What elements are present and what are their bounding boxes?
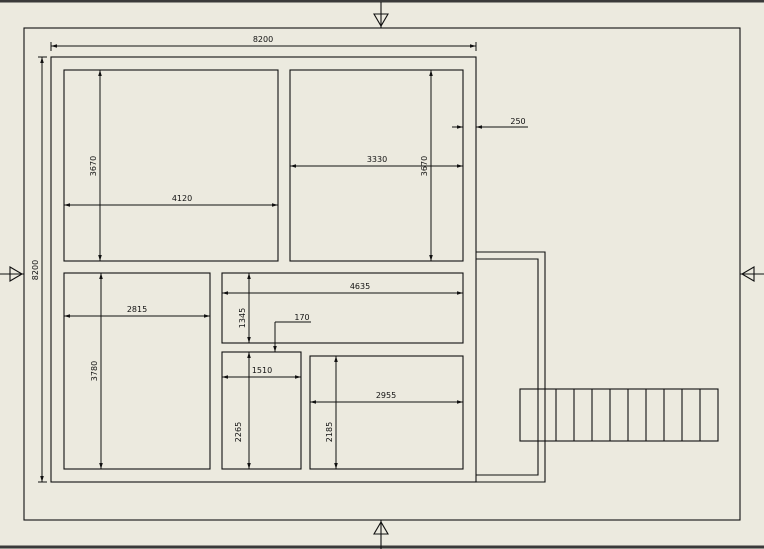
dim-room4-height: 2265: [234, 352, 251, 469]
dim-room4-width: 1510: [222, 366, 301, 379]
dim-text: 8200: [31, 260, 40, 280]
corridor: [221, 272, 464, 344]
dim-room3-width: 2815: [64, 305, 210, 318]
dim-room1-height: 3670: [89, 70, 102, 261]
dim-overall-height: 8200: [31, 56, 47, 483]
dim-wall-offset: 250: [452, 117, 528, 129]
dim-room2-width: 3330: [290, 155, 463, 168]
dim-text: 3670: [420, 156, 429, 176]
section-marker-right: [740, 266, 764, 282]
dim-text: 170: [294, 313, 309, 322]
section-marker-bottom: [373, 520, 389, 549]
room-1: [63, 69, 279, 262]
dim-text: 2955: [376, 391, 396, 400]
section-marker-top: [373, 2, 389, 28]
dim-room3-height: 3780: [90, 273, 103, 469]
dim-room5-width: 2955: [310, 391, 463, 404]
dim-text: 3780: [90, 361, 99, 381]
dim-text: 3670: [89, 156, 98, 176]
dim-room5-height: 2185: [325, 356, 338, 469]
dim-text: 1510: [252, 366, 272, 375]
dim-text: 2815: [127, 305, 147, 314]
staircase: [519, 388, 719, 442]
dim-text: 4120: [172, 194, 192, 203]
section-marker-left: [0, 266, 24, 282]
dim-text: 8200: [253, 35, 273, 44]
dim-gap: 170: [273, 313, 311, 352]
dim-corridor-width: 4635: [222, 282, 463, 295]
room-4: [221, 351, 302, 470]
dim-text: 250: [510, 117, 525, 126]
dim-corridor-height: 1345: [238, 273, 251, 343]
room-3: [63, 272, 211, 470]
ramp-walls: [476, 251, 546, 483]
dim-text: 4635: [350, 282, 370, 291]
dim-room2-height: 3670: [420, 70, 433, 261]
dim-overall-width: 8200: [50, 35, 477, 51]
building-outline: [50, 56, 477, 483]
drawing-border: [23, 27, 741, 521]
dim-room1-width: 4120: [64, 194, 278, 207]
dim-text: 3330: [367, 155, 387, 164]
dim-text: 1345: [238, 308, 247, 328]
room-5: [309, 355, 464, 470]
dim-text: 2265: [234, 422, 243, 442]
dim-text: 2185: [325, 422, 334, 442]
